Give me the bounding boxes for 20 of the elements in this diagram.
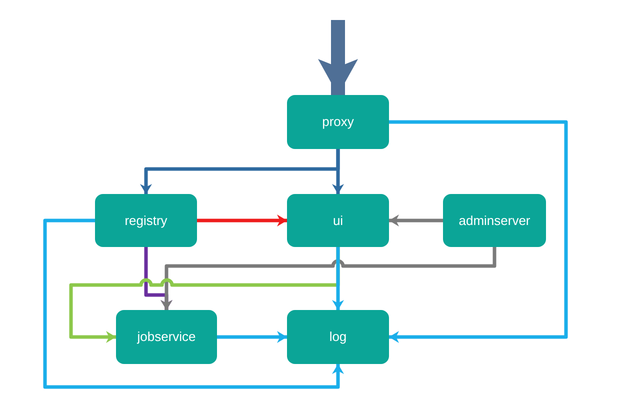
component-box xyxy=(287,95,389,149)
component-box xyxy=(287,310,389,364)
component-box xyxy=(443,194,546,247)
arrow xyxy=(43,218,344,389)
arrow xyxy=(332,247,344,310)
component-label: jobservice xyxy=(137,328,196,346)
arrow xyxy=(389,120,568,343)
arrow xyxy=(217,331,287,343)
component-box xyxy=(95,194,197,247)
arrow xyxy=(318,20,358,95)
component-label: log xyxy=(329,328,347,346)
arrow xyxy=(389,214,443,226)
component-label: registry xyxy=(124,212,168,230)
component-label: adminserver xyxy=(458,212,530,230)
component-label: ui xyxy=(332,212,344,230)
arrow xyxy=(332,149,344,194)
component-box xyxy=(287,194,389,247)
arrow xyxy=(197,214,287,226)
component-label: proxy xyxy=(322,113,354,132)
component-box xyxy=(116,310,217,364)
